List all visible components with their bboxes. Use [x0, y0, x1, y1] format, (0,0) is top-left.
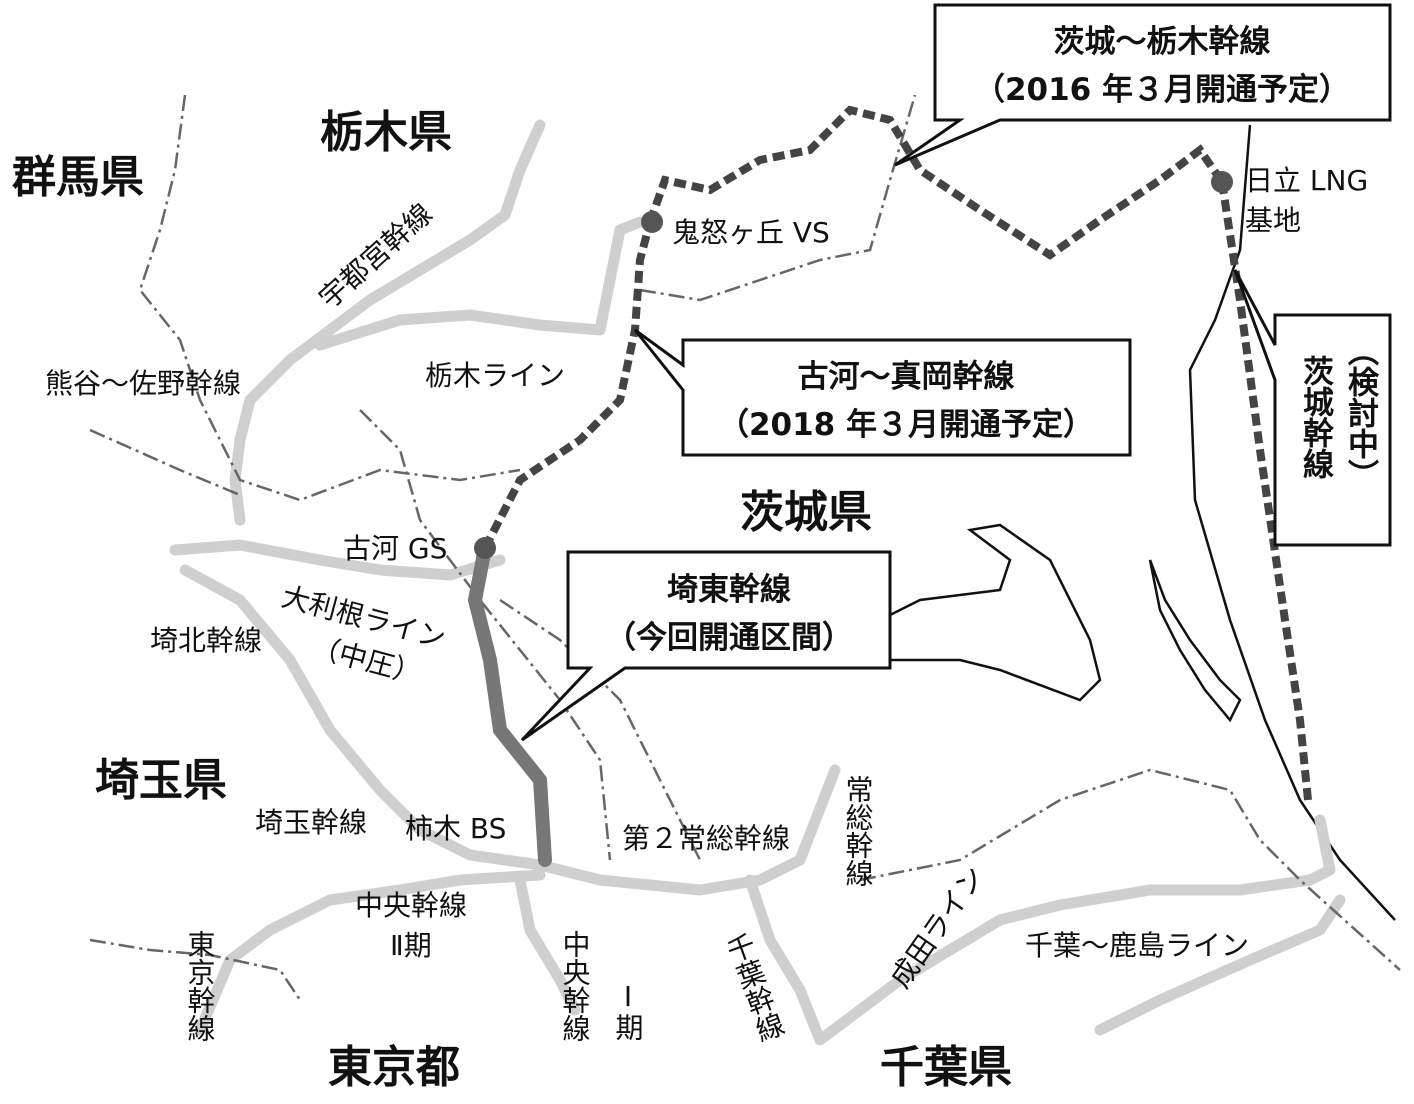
existing-trunk-lines — [169, 119, 1346, 1046]
label-koga-gs: 古河 GS — [343, 532, 447, 565]
kinugaoka-vs-marker — [641, 211, 663, 233]
label-kumagaya-sano: 熊谷～佐野幹線 — [45, 367, 241, 400]
pref-saitama: 埼玉県 — [95, 755, 227, 806]
label-chuo2-2: Ⅱ期 — [390, 929, 432, 962]
label-narita: 成田ライン — [884, 860, 991, 994]
facility-markers — [474, 171, 1233, 559]
label-kinugaoka: 鬼怒ヶ丘 VS — [672, 216, 830, 249]
callout-saito: 埼東幹線 （今回開通区間） — [520, 550, 892, 742]
ibaraki-tochigi-trunk — [646, 105, 1226, 260]
label-tochigi-line: 栃木ライン — [425, 359, 565, 392]
koga-moka-trunk — [481, 220, 654, 550]
koga-gs-marker — [474, 537, 496, 559]
svg-text:（今回開通区間）: （今回開通区間） — [605, 620, 853, 656]
label-kakinoki: 柿木 BS — [405, 812, 506, 845]
svg-text:（2018 年３月開通予定）: （2018 年３月開通予定） — [718, 407, 1094, 443]
callout-ibaraki-trunk: 茨城幹線 （検討中） — [1233, 269, 1392, 547]
planned-lines — [481, 105, 1312, 801]
callout-ibaraki-tochigi: 茨城～栃木幹線 （2016 年３月開通予定） — [894, 3, 1392, 167]
svg-text:埼東幹線: 埼東幹線 — [667, 572, 791, 608]
svg-text:（検討中）: （検討中） — [1342, 335, 1379, 490]
svg-text:（2016 年３月開通予定）: （2016 年３月開通予定） — [974, 72, 1350, 108]
label-tokyo-trunk: 東京幹線 — [184, 930, 217, 1042]
label-chiba-kashima: 千葉～鹿島ライン — [1025, 929, 1249, 962]
pref-ibaraki: 茨城県 — [740, 487, 872, 538]
label-chuo1-1: 中央幹線 — [559, 930, 592, 1042]
hitachi-lng-marker — [1211, 171, 1233, 193]
label-joso: 常総幹線 — [842, 775, 875, 887]
label-chuo2-1: 中央幹線 — [355, 889, 467, 922]
svg-text:茨城幹線: 茨城幹線 — [1297, 355, 1334, 479]
saito-trunk — [467, 541, 552, 867]
ibaraki-trunk — [1218, 181, 1312, 801]
label-hitachi-2: 基地 — [1245, 204, 1301, 237]
label-saihoku: 埼北幹線 — [150, 624, 262, 657]
label-dai2-joso: 第２常総幹線 — [622, 822, 790, 855]
label-chuo1-2: Ⅰ期 — [612, 980, 645, 1041]
callout-koga-moka: 古河～真岡幹線 （2018 年３月開通予定） — [633, 328, 1132, 457]
pref-tochigi: 栃木県 — [320, 107, 452, 158]
medium-pressure-lines — [89, 94, 1401, 1001]
label-saitama-trunk: 埼玉幹線 — [255, 806, 367, 839]
svg-text:古河～真岡幹線: 古河～真岡幹線 — [798, 359, 1015, 395]
pref-tokyo: 東京都 — [328, 1042, 460, 1093]
label-hitachi-1: 日立 LNG — [1245, 164, 1368, 197]
svg-text:茨城～栃木幹線: 茨城～栃木幹線 — [1054, 24, 1271, 60]
pref-chiba: 千葉県 — [880, 1042, 1012, 1093]
pref-gunma: 群馬県 — [12, 152, 144, 203]
